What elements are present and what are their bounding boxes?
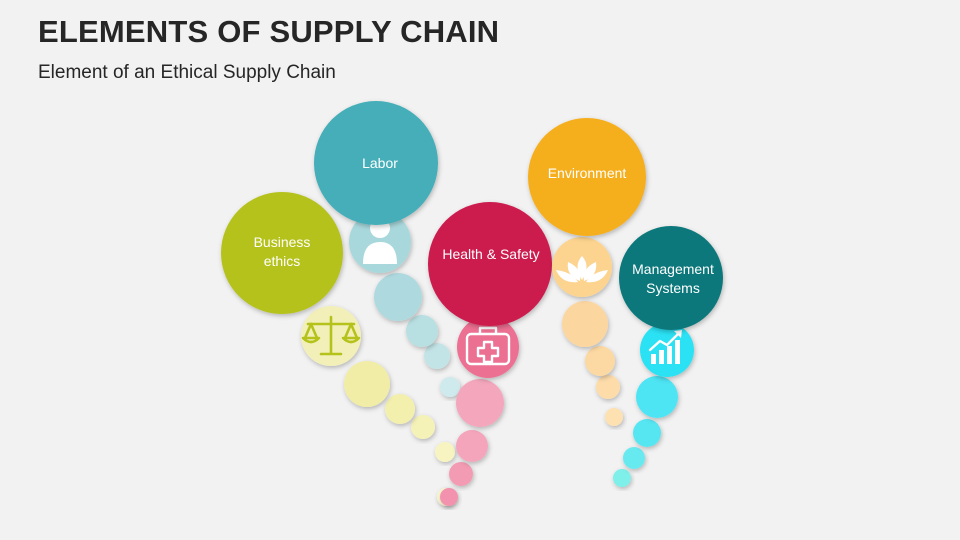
element-management-systems: Management Systems <box>613 226 723 487</box>
element-circle <box>428 202 552 326</box>
bubble-trail-dot <box>613 469 631 487</box>
element-health-safety: Health & Safety <box>428 202 552 506</box>
bubble-trail-dot <box>411 415 435 439</box>
element-label-line: Health & Safety <box>442 246 539 262</box>
element-circle <box>619 226 723 330</box>
bubble-trail-dot <box>596 375 620 399</box>
element-label-line: Management <box>632 261 714 277</box>
bubble-trail-dot <box>374 273 422 321</box>
element-business-ethics: Business ethics <box>221 192 455 506</box>
page-title: ELEMENTS OF SUPPLY CHAIN <box>38 14 500 49</box>
bubble-trail-dot <box>424 343 450 369</box>
icon-bubble <box>457 316 519 378</box>
element-label-line: Labor <box>362 155 398 171</box>
element-environment: Environment <box>528 118 646 426</box>
bubble-trail-dot <box>406 315 438 347</box>
element-label-line: Business <box>254 234 311 250</box>
lotus-icon <box>556 256 608 283</box>
bubble-trail-dot <box>385 394 415 424</box>
bubble-trail-dot <box>440 377 460 397</box>
bubble-trail-dot <box>435 442 455 462</box>
bubble-trail-dot <box>440 488 458 506</box>
bubble-trail-dot <box>605 408 623 426</box>
scales-icon <box>301 315 361 356</box>
element-circle <box>221 192 343 314</box>
element-label-line: ethics <box>264 253 301 269</box>
element-circle <box>314 101 438 225</box>
growth-chart-icon <box>648 330 682 364</box>
bubble-trail-dot <box>456 430 488 462</box>
bubble-trail-dot <box>623 447 645 469</box>
bubble-trail-dot <box>562 301 608 347</box>
bubble-trail-dot <box>585 346 615 376</box>
bubble-trail-dot <box>449 462 473 486</box>
bubble-trail-dot <box>636 376 678 418</box>
bubble-trail-dot <box>344 361 390 407</box>
medical-kit-icon <box>465 326 511 366</box>
bubble-trail-dot <box>456 379 504 427</box>
element-label-line: Environment <box>548 165 627 181</box>
element-label-line: Systems <box>646 280 700 296</box>
page-subtitle: Element of an Ethical Supply Chain <box>38 62 336 83</box>
element-labor: Labor <box>314 101 460 397</box>
element-circle <box>528 118 646 236</box>
bubble-trail-dot <box>633 419 661 447</box>
